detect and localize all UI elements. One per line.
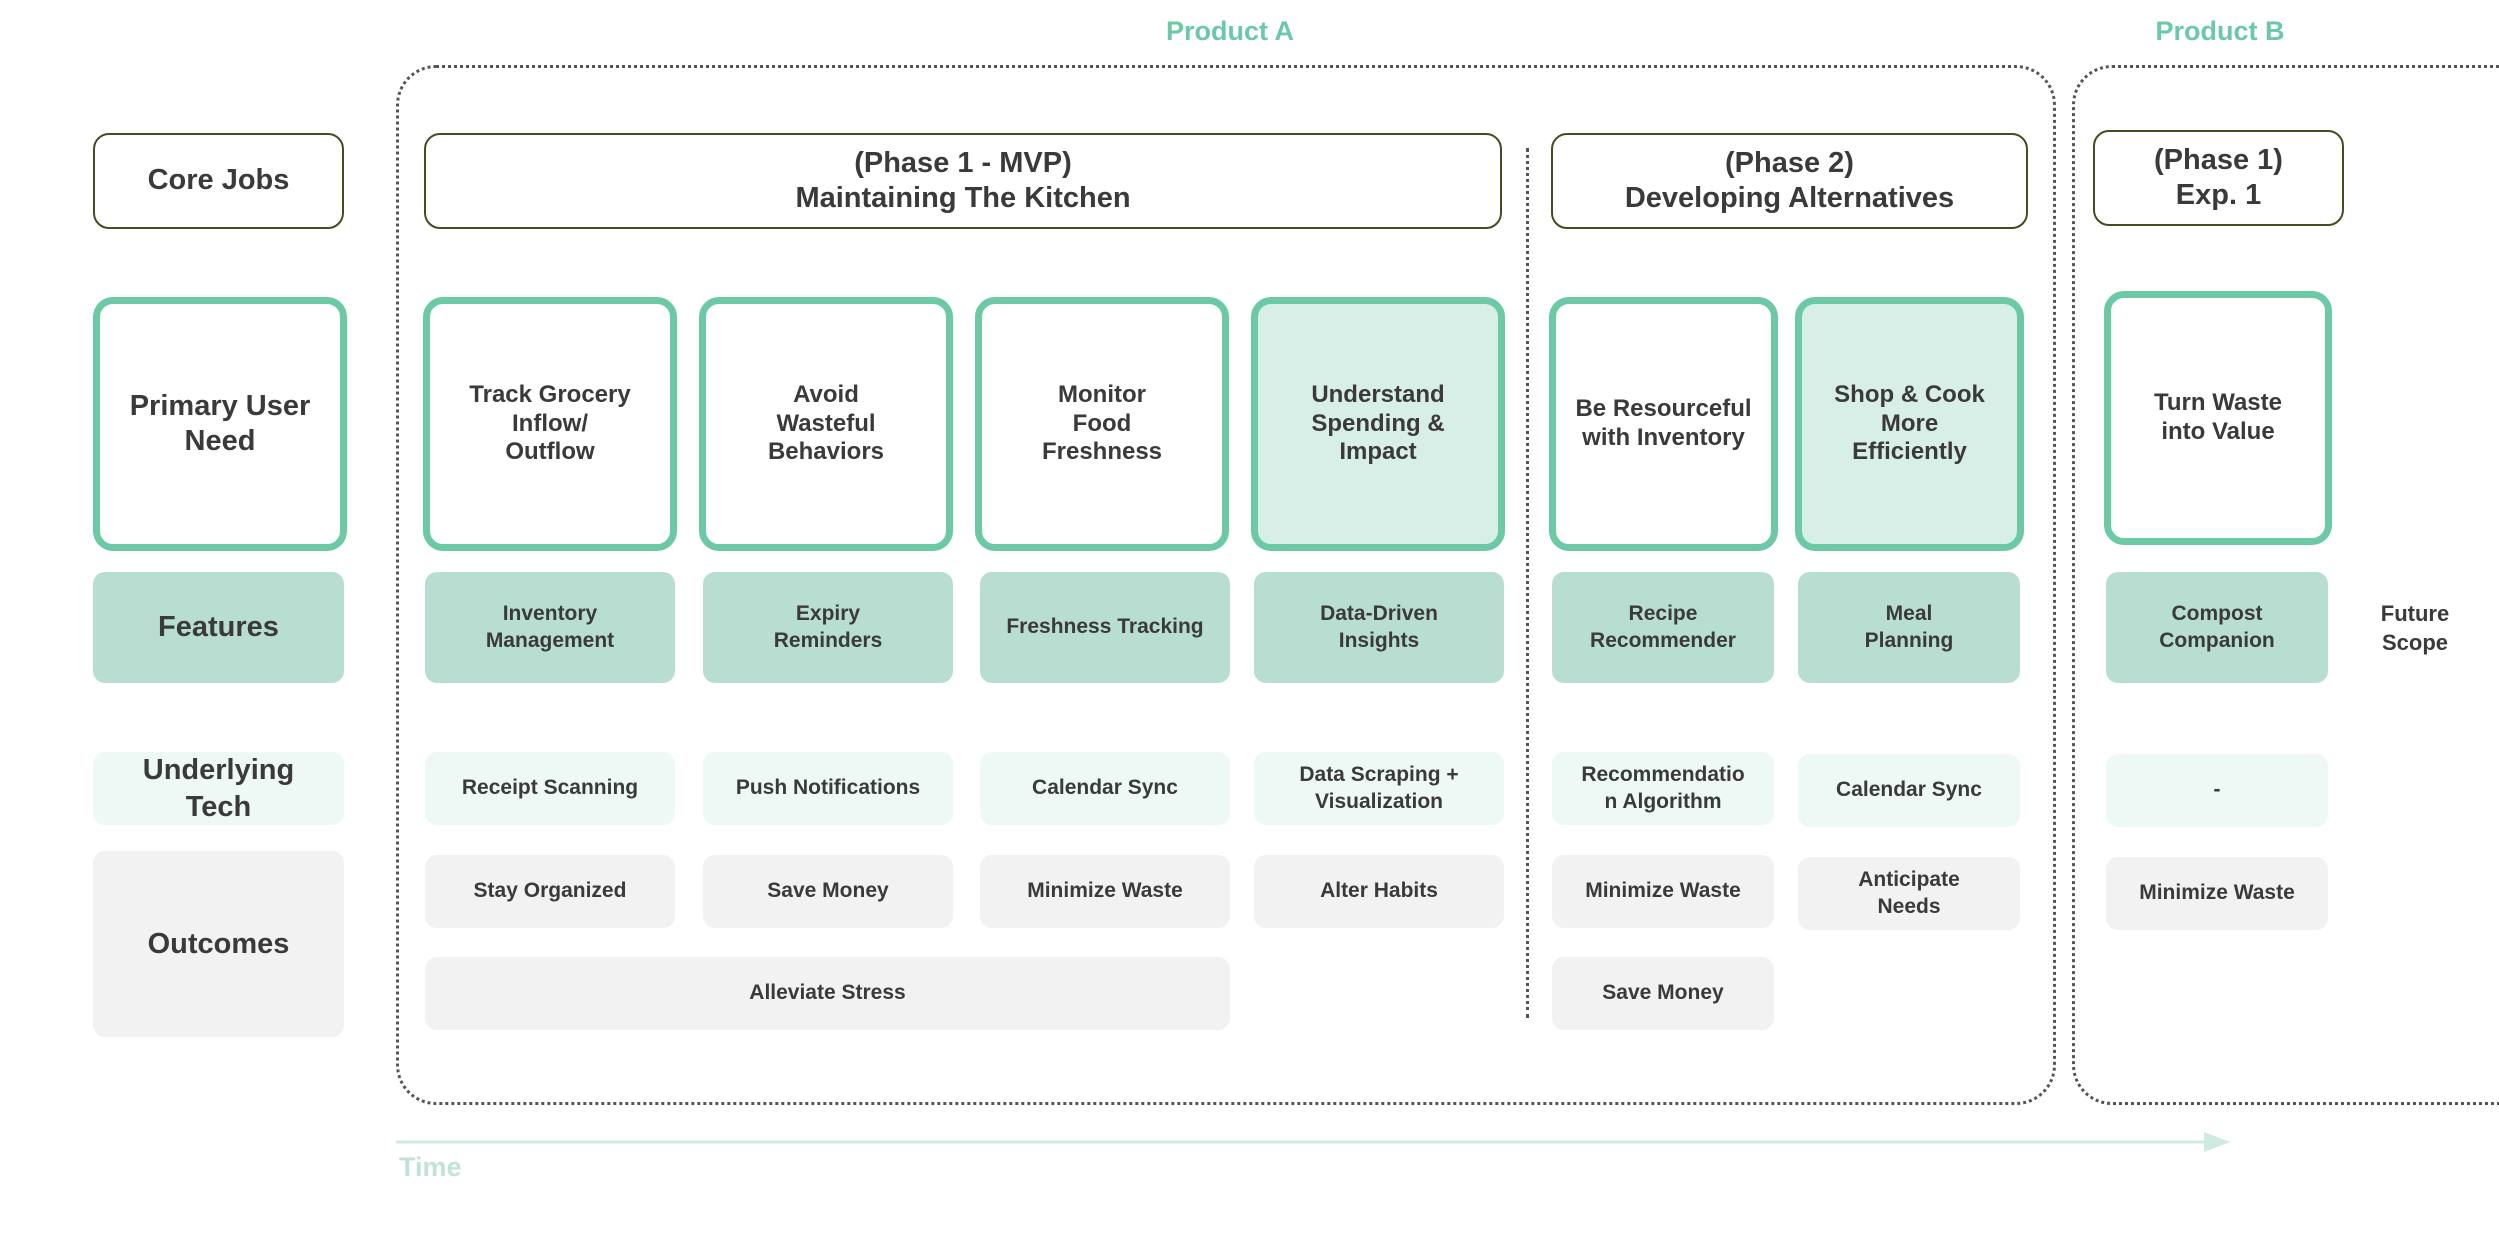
product-b-phase-1-header: (Phase 1) Exp. 1 xyxy=(2093,130,2344,226)
outcome-save-money: Save Money xyxy=(703,855,953,928)
need-avoid-wasteful-behaviors: Avoid Wasteful Behaviors xyxy=(699,297,953,551)
need-turn-waste-into-value: Turn Waste into Value xyxy=(2104,291,2332,545)
need-understand-spending: Understand Spending & Impact xyxy=(1251,297,1505,551)
feature-inventory-management: Inventory Management xyxy=(425,572,675,683)
feature-freshness-tracking: Freshness Tracking xyxy=(980,572,1230,683)
outcome-stay-organized: Stay Organized xyxy=(425,855,675,928)
feature-expiry-reminders: Expiry Reminders xyxy=(703,572,953,683)
tech-calendar-sync: Calendar Sync xyxy=(980,752,1230,825)
tech-data-scraping: Data Scraping + Visualization xyxy=(1254,752,1504,825)
feature-recipe-recommender: Recipe Recommender xyxy=(1552,572,1774,683)
product-a-label: Product A xyxy=(1166,16,1294,46)
row-label-features: Features xyxy=(93,572,344,683)
need-be-resourceful: Be Resourceful with Inventory xyxy=(1549,297,1778,551)
phase-divider xyxy=(1526,148,1529,1018)
row-label-primary-user-need: Primary User Need xyxy=(93,297,347,551)
tech-none: - xyxy=(2106,754,2328,827)
outcome-anticipate-needs: Anticipate Needs xyxy=(1798,857,2020,930)
tech-recommendation-algorithm: Recommendatio n Algorithm xyxy=(1552,752,1774,825)
row-label-outcomes: Outcomes xyxy=(93,851,344,1037)
phase-1-mvp-header: (Phase 1 - MVP) Maintaining The Kitchen xyxy=(424,133,1502,229)
need-monitor-food-freshness: Monitor Food Freshness xyxy=(975,297,1229,551)
outcome-minimize-waste: Minimize Waste xyxy=(980,855,1230,928)
outcome-minimize-waste-p2: Minimize Waste xyxy=(1552,855,1774,928)
outcome-alter-habits: Alter Habits xyxy=(1254,855,1504,928)
phase-2-header: (Phase 2) Developing Alternatives xyxy=(1551,133,2028,229)
product-b-label: Product B xyxy=(2155,16,2285,46)
row-label-core-jobs: Core Jobs xyxy=(93,133,344,229)
feature-compost-companion: Compost Companion xyxy=(2106,572,2328,683)
product-b-frame xyxy=(2072,65,2499,1105)
outcome-alleviate-stress: Alleviate Stress xyxy=(425,957,1230,1030)
feature-data-driven-insights: Data-Driven Insights xyxy=(1254,572,1504,683)
need-shop-and-cook: Shop & Cook More Efficiently xyxy=(1795,297,2024,551)
outcome-minimize-waste-b: Minimize Waste xyxy=(2106,857,2328,930)
row-label-underlying-tech: Underlying Tech xyxy=(93,752,344,825)
feature-meal-planning: Meal Planning xyxy=(1798,572,2020,683)
tech-push-notifications: Push Notifications xyxy=(703,752,953,825)
tech-receipt-scanning: Receipt Scanning xyxy=(425,752,675,825)
outcome-save-money-p2: Save Money xyxy=(1552,957,1774,1030)
tech-calendar-sync-p2: Calendar Sync xyxy=(1798,754,2020,827)
need-track-grocery: Track Grocery Inflow/ Outflow xyxy=(423,297,677,551)
future-scope-label: Future Scope xyxy=(2380,601,2450,655)
product-a-frame xyxy=(396,65,2056,1105)
time-label: Time xyxy=(399,1152,462,1182)
time-arrow xyxy=(396,1132,2230,1152)
